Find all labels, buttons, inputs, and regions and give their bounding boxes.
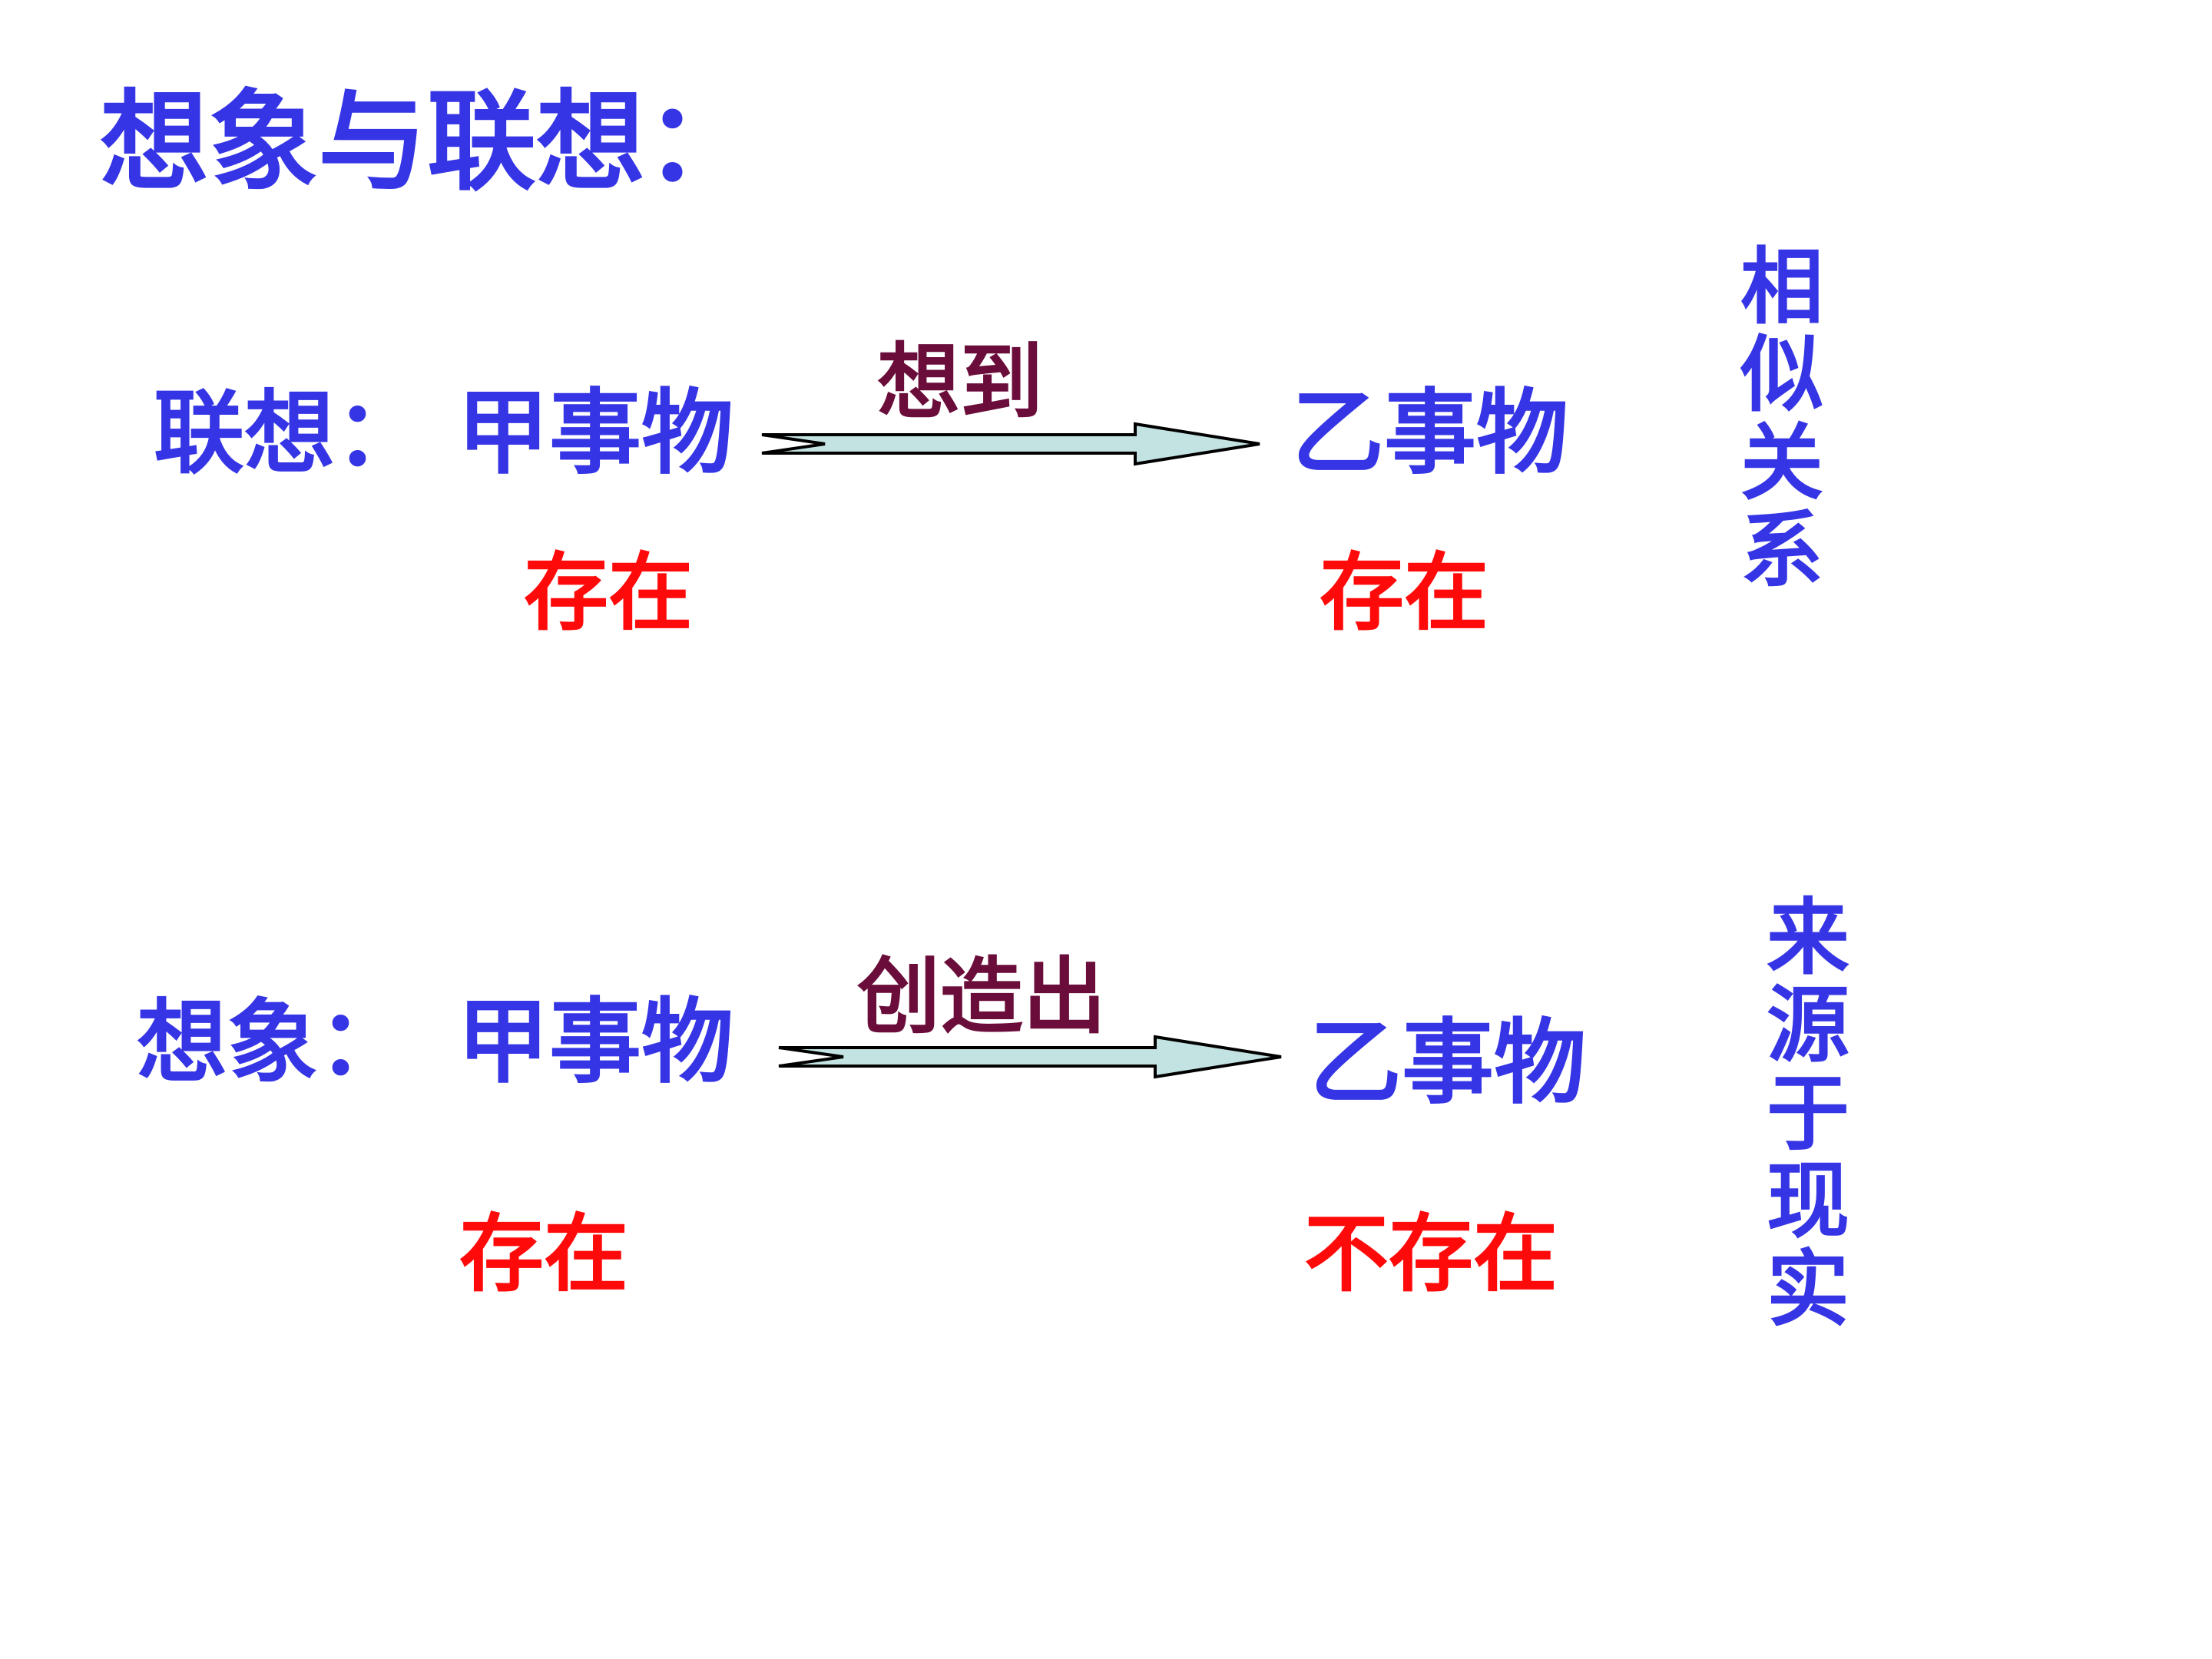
association-side-note-char: 关 bbox=[1740, 415, 1824, 512]
association-arrow-label: 想到 bbox=[877, 335, 1044, 431]
imagination-side-note-char: 来 bbox=[1767, 890, 1850, 986]
imagination-label: 想象： bbox=[137, 989, 409, 1095]
imagination-side-note-char: 于 bbox=[1767, 1065, 1850, 1162]
imagination-side-note-char: 实 bbox=[1767, 1241, 1850, 1338]
association-side-note-char: 系 bbox=[1740, 503, 1824, 600]
association-side-note-char: 似 bbox=[1740, 327, 1824, 424]
imagination-side-note-char: 现 bbox=[1767, 1154, 1850, 1250]
page-title: 想象与联想： bbox=[100, 79, 754, 206]
association-label: 联想： bbox=[154, 380, 426, 486]
imagination-to-thing: 乙事物 bbox=[1310, 1010, 1586, 1117]
imagination-arrow bbox=[778, 1035, 1282, 1079]
association-to-state: 存在 bbox=[1320, 544, 1488, 642]
association-from-thing: 甲事物 bbox=[457, 380, 733, 487]
imagination-from-state: 存在 bbox=[459, 1205, 628, 1303]
association-side-note: 相似关系 bbox=[1740, 240, 1824, 600]
imagination-side-note-char: 源 bbox=[1767, 978, 1850, 1075]
association-arrow bbox=[761, 422, 1260, 466]
imagination-arrow-label: 创造出 bbox=[857, 949, 1107, 1045]
imagination-to-state: 不存在 bbox=[1304, 1205, 1558, 1303]
association-from-state: 存在 bbox=[524, 544, 693, 642]
association-to-thing: 乙事物 bbox=[1292, 380, 1568, 487]
association-side-note-char: 相 bbox=[1740, 240, 1824, 336]
imagination-side-note: 来源于现实 bbox=[1767, 890, 1850, 1338]
imagination-from-thing: 甲事物 bbox=[457, 989, 733, 1096]
